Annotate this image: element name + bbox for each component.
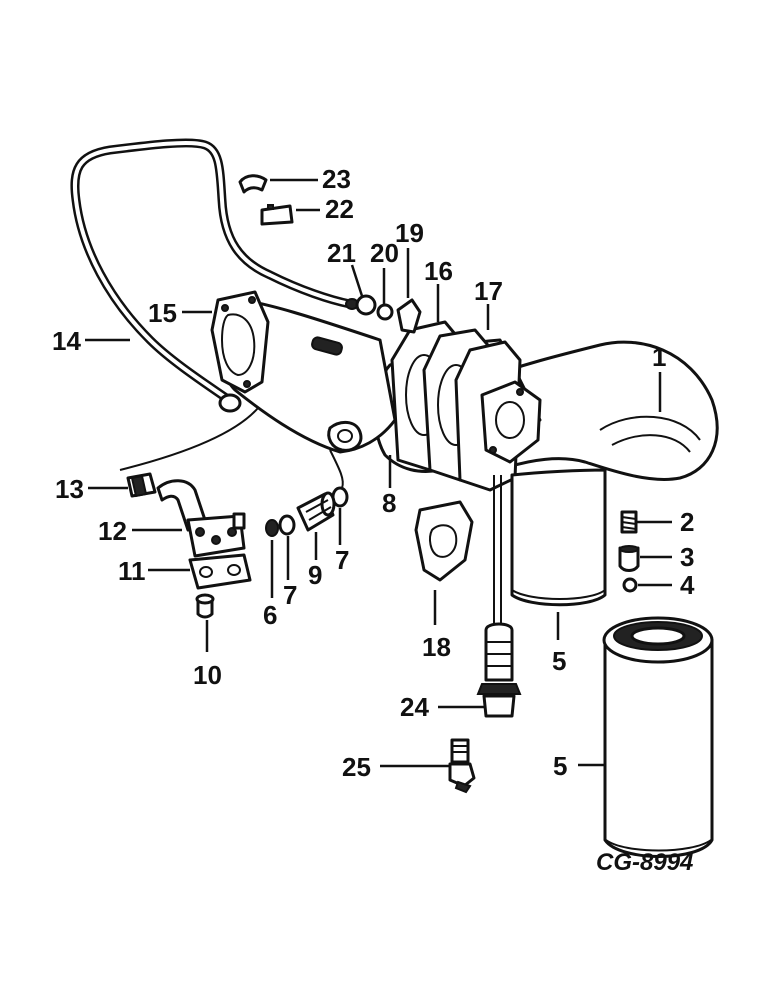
callout-12: 12 bbox=[98, 516, 127, 546]
tube-bracket bbox=[396, 298, 422, 334]
callout-5-installed: 5 bbox=[552, 646, 566, 676]
tube-connector bbox=[296, 491, 336, 532]
callout-1: 1 bbox=[652, 342, 666, 372]
plug bbox=[195, 593, 215, 619]
tube-nut bbox=[355, 294, 394, 321]
drain-fitting bbox=[448, 738, 476, 794]
callout-3: 3 bbox=[680, 542, 694, 572]
relief-valve bbox=[618, 545, 640, 572]
leader-lines bbox=[85, 178, 672, 768]
elbow-fitting bbox=[126, 472, 157, 498]
callout-7-right: 7 bbox=[335, 545, 349, 575]
callout-16: 16 bbox=[424, 256, 453, 286]
callout-2: 2 bbox=[680, 507, 694, 537]
gasket-stack bbox=[390, 320, 542, 492]
flange-gasket bbox=[188, 553, 252, 590]
callout-24: 24 bbox=[400, 692, 429, 722]
callout-18: 18 bbox=[422, 632, 451, 662]
callout-21: 21 bbox=[327, 238, 356, 268]
callout-4: 4 bbox=[680, 570, 695, 600]
callout-labels: 1 2 3 4 5 5 6 7 7 8 9 10 11 12 13 14 15 … bbox=[52, 164, 695, 782]
seal-rings bbox=[265, 486, 349, 537]
callout-19: 19 bbox=[395, 218, 424, 248]
callout-8: 8 bbox=[382, 488, 396, 518]
elbow-tube bbox=[156, 479, 246, 558]
tube-clamp bbox=[238, 174, 268, 194]
callout-22: 22 bbox=[325, 194, 354, 224]
callout-13: 13 bbox=[55, 474, 84, 504]
oil-tube bbox=[70, 138, 359, 413]
sealing-ring bbox=[622, 577, 638, 593]
callout-23: 23 bbox=[322, 164, 351, 194]
callout-15: 15 bbox=[148, 298, 177, 328]
tube-clip bbox=[260, 204, 294, 226]
callout-9: 9 bbox=[308, 560, 322, 590]
filter-element-loose bbox=[602, 616, 714, 858]
flange-gasket-large bbox=[414, 500, 474, 582]
end-flange bbox=[210, 290, 270, 394]
figure-code: CG-8994 bbox=[596, 849, 693, 876]
callout-11: 11 bbox=[118, 556, 146, 586]
callout-5-loose: 5 bbox=[553, 751, 567, 781]
relief-spring bbox=[620, 510, 638, 534]
callout-20: 20 bbox=[370, 238, 399, 268]
heater-element bbox=[476, 475, 522, 718]
callout-25: 25 bbox=[342, 752, 371, 782]
callout-17: 17 bbox=[474, 276, 503, 306]
callout-10: 10 bbox=[193, 660, 222, 690]
filter-element-installed bbox=[510, 468, 607, 607]
callout-14: 14 bbox=[52, 326, 81, 356]
callout-7-left: 7 bbox=[283, 580, 297, 610]
callout-6: 6 bbox=[263, 600, 277, 630]
